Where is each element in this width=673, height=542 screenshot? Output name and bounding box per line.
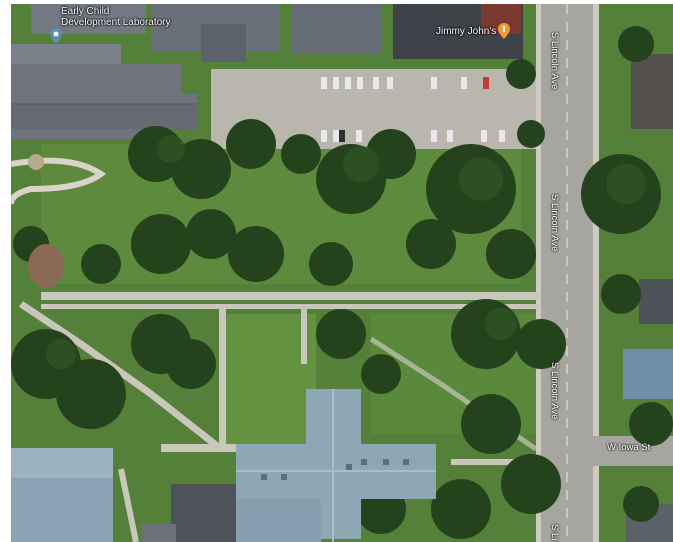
map-imagery <box>11 4 673 542</box>
tree-canopy <box>11 26 673 539</box>
street-label-w-iowa-st: W Iowa St <box>607 442 651 453</box>
street-label-s-lincoln-ave-3: S Lincoln Ave <box>549 362 560 420</box>
poi-label-line1: Early Child <box>61 6 110 17</box>
street-label-s-lincoln-ave-2: S Lincoln Ave <box>549 194 560 252</box>
poi-label-line2: Development Laboratory <box>61 17 171 28</box>
poi-label-early-child-lab[interactable]: Early Child Development Laboratory <box>61 6 171 28</box>
building-early-child-lab <box>11 44 197 139</box>
school-pin-icon[interactable] <box>50 28 62 44</box>
building-metal-roof <box>236 389 436 542</box>
satellite-map[interactable]: Early Child Development Laboratory Jimmy… <box>11 4 673 542</box>
street-label-s-lincoln-ave-4: S Li <box>549 524 560 541</box>
poi-label-jimmy-johns[interactable]: Jimmy John's <box>436 26 497 37</box>
restaurant-pin-icon[interactable] <box>498 23 510 39</box>
street-label-s-lincoln-ave-1: S Lincoln Ave <box>549 32 560 90</box>
